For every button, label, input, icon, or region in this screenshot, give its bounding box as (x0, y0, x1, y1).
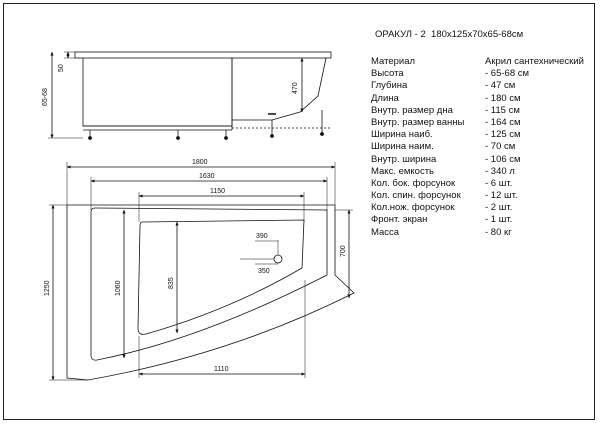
spec-label: Ширина наиб. (371, 129, 433, 141)
spec-label: Внутр. размер ванны (371, 116, 465, 128)
dim-bottom-front-label: 1110 (214, 366, 229, 373)
spec-label: Масса (371, 226, 400, 238)
dim-depth-label: 470 (292, 82, 299, 94)
top-view-bottom-outline (137, 219, 305, 335)
spec-label: Кол. бок. форсунок (371, 177, 456, 189)
spec-row: Ширина наим. - 70 см (371, 141, 596, 153)
spec-label: Внутр. ширина (371, 153, 437, 165)
spec-value: - 70 см (485, 141, 516, 153)
spec-row: Кол.нож. форсунок - 2 шт. (371, 202, 596, 214)
side-view-rim (74, 51, 332, 59)
spec-value: - 125 см (485, 129, 521, 141)
spec-label: Макс. емкость (371, 165, 435, 177)
side-view-body (82, 58, 233, 127)
drawing-frame (3, 3, 595, 420)
spec-value: - 115 см (485, 104, 520, 116)
spec-value: - 65-68 см (485, 68, 530, 80)
dim-bottom-width-label: 835 (168, 277, 175, 289)
spec-row: Внутр. размер ванны - 164 см (371, 117, 596, 129)
side-view (48, 51, 332, 140)
spec-value: Акрил сантехнический (485, 56, 584, 67)
dim-drain-x-label: 350 (258, 268, 270, 275)
spec-row: Макс. емкость - 340 л (371, 166, 596, 178)
spec-value: - 164 см (485, 116, 521, 128)
spec-row: Кол. спин. форсунок - 12 шт. (371, 190, 596, 202)
dim-narrow-width-label: 700 (340, 245, 347, 257)
drain-icon (273, 254, 283, 264)
dim-inner-length-label: 1630 (199, 173, 215, 180)
dim-height-label: 65-68 (42, 88, 49, 106)
side-view-foot (176, 136, 180, 140)
spec-value: - 1 шт. (485, 214, 513, 226)
top-view-inner-outline (90, 207, 328, 361)
spec-label: Глубина (371, 80, 408, 92)
top-view-outer-outline (66, 204, 355, 381)
spec-row: Фронт. экран - 1 шт. (371, 214, 596, 226)
spec-label: Ширина наим. (371, 141, 434, 153)
spec-value: - 12 шт. (485, 190, 518, 202)
spec-label: Фронт. экран (371, 214, 428, 226)
dim-bottom-length-label: 1150 (210, 188, 225, 195)
spec-label: Кол.нож. форсунок (371, 202, 455, 214)
spec-value: - 2 шт. (485, 202, 513, 214)
dim-drain-y-label: 390 (256, 233, 268, 240)
spec-row: Глубина - 47 см (371, 80, 596, 92)
spec-row: Длина - 180 см (371, 93, 596, 105)
dim-rim-label: 50 (58, 64, 65, 72)
spec-label: Материал (371, 56, 416, 67)
spec-value: - 340 л (485, 165, 515, 177)
spec-row: Высота - 65-68 см (371, 68, 596, 80)
side-view-foot (270, 134, 274, 138)
side-view-foot (224, 136, 228, 140)
spec-value: - 80 кг (485, 226, 512, 238)
side-view-foot (320, 132, 324, 136)
product-size: 180x125x70x65-68см (431, 29, 524, 40)
spec-row: Ширина наиб. - 125 см (371, 129, 596, 141)
spec-row: Кол. бок. форсунок - 6 шт. (371, 178, 596, 190)
side-view-foot (88, 136, 92, 140)
spec-label: Высота (371, 68, 404, 80)
side-view-front-shell (231, 57, 327, 121)
spec-label: Длина (371, 92, 399, 104)
spec-value: - 106 см (485, 153, 521, 165)
dim-inner-width-label: 1060 (115, 280, 122, 296)
spec-row: Внутр. размер дна - 115 см (371, 105, 596, 117)
spec-label: Внутр. размер дна (371, 104, 453, 116)
spec-value: - 47 см (485, 80, 516, 92)
product-title: ОРАКУЛ - 2 180x125x70x65-68см (375, 29, 523, 40)
spec-row: Масса - 80 кг (371, 227, 596, 239)
spec-value: - 180 см (485, 92, 521, 104)
dim-length-label: 1800 (192, 159, 208, 166)
spec-label: Кол. спин. форсунок (371, 190, 461, 202)
dim-width-label: 1250 (44, 280, 51, 296)
spec-row: Внутр. ширина - 106 см (371, 154, 596, 166)
spec-value: - 6 шт. (485, 177, 513, 189)
product-model: ОРАКУЛ - 2 (375, 29, 426, 40)
top-view (49, 162, 355, 381)
spec-row: Материал Акрил сантехнический (371, 56, 596, 68)
